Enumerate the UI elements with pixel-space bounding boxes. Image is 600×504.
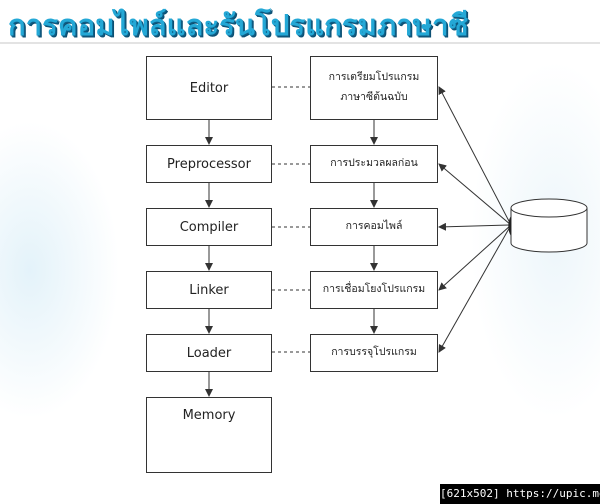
node-label: การเชื่อมโยงโปรแกรม xyxy=(322,283,426,296)
storage-arrow xyxy=(438,224,512,291)
node-loader: Loader xyxy=(146,334,272,372)
node-label: Editor xyxy=(189,80,229,96)
node-editor: Editor xyxy=(146,56,272,120)
node-label: การเตรียมโปรแกรม xyxy=(328,71,420,84)
node-memory: Memory xyxy=(146,397,272,473)
node-label: การคอมไพล์ xyxy=(345,220,403,233)
node-label: Linker xyxy=(189,282,229,298)
node-preprocessor: Preprocessor xyxy=(146,145,272,183)
storage-arrow xyxy=(438,222,512,231)
node-load: การบรรจุโปรแกรม xyxy=(310,334,438,372)
node-label: การบรรจุโปรแกรม xyxy=(331,346,417,359)
storage-arrow xyxy=(438,163,512,226)
node-linker: Linker xyxy=(146,271,272,309)
page-title: การคอมไพล์และรันโปรแกรมภาษาซี xyxy=(8,8,469,42)
node-compile: การคอมไพล์ xyxy=(310,208,438,246)
node-compiler: Compiler xyxy=(146,208,272,246)
disk-storage-icon xyxy=(508,198,588,253)
storage-arrow xyxy=(438,86,512,226)
node-preprocess: การประมวลผลก่อน xyxy=(310,145,438,183)
node-link: การเชื่อมโยงโปรแกรม xyxy=(310,271,438,309)
node-label: Memory xyxy=(182,408,236,423)
node-label: Compiler xyxy=(179,219,239,235)
node-label: Preprocessor xyxy=(167,156,251,172)
node-prepare-source: การเตรียมโปรแกรม ภาษาซีต้นฉบับ xyxy=(310,56,438,120)
node-label: ภาษาซีต้นฉบับ xyxy=(340,91,408,103)
watermark: [621x502] https://upic.me/ xyxy=(440,484,600,504)
node-label: Loader xyxy=(186,345,232,361)
title-divider xyxy=(0,42,600,44)
node-label: การประมวลผลก่อน xyxy=(330,157,418,170)
storage-arrow xyxy=(438,224,512,353)
